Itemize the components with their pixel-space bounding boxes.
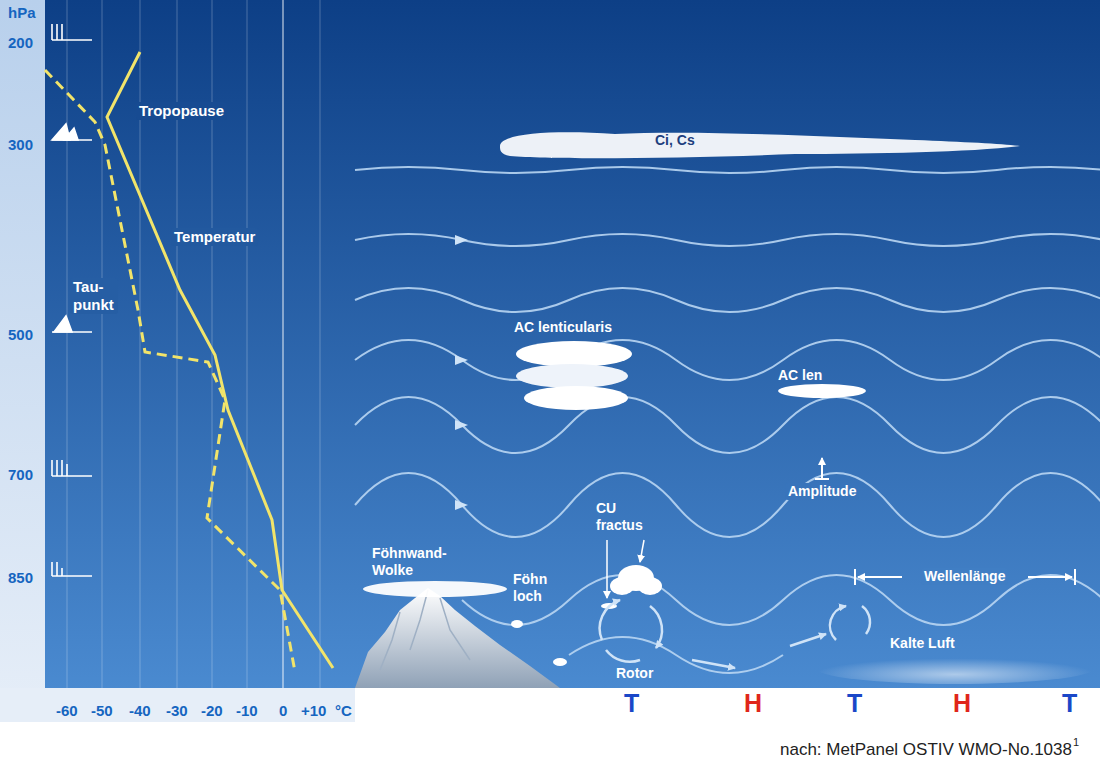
curve-label: Tropopause	[136, 102, 227, 120]
cloud-fragment	[511, 620, 523, 628]
pressure-letter: T	[1062, 688, 1077, 718]
feature-label: Föhn loch	[513, 571, 553, 605]
axis-value: -40	[129, 702, 151, 720]
axis-strip	[0, 0, 45, 722]
pressure-letter: H	[744, 688, 762, 718]
cirrus-cloud-shape	[495, 128, 1020, 160]
axis-strip	[0, 688, 355, 722]
amplitude-arrow	[815, 458, 829, 479]
axis-value: -50	[91, 702, 113, 720]
mountain-ridges	[380, 590, 470, 670]
axis-value: 700	[8, 466, 33, 484]
node-text: AC len	[778, 367, 822, 384]
axis-value: 0	[279, 702, 287, 720]
cold-air-pool: Kalte Luft	[815, 628, 1095, 684]
feature-label: Wellenlänge	[921, 568, 1008, 585]
axis-value: 200	[8, 34, 33, 52]
rotor-symbol	[600, 600, 870, 668]
wavelength-arrow	[855, 569, 1075, 585]
curve-label: Tau- punkt	[70, 278, 118, 314]
pressure-letter: T	[847, 688, 862, 718]
axis-value: 850	[8, 569, 33, 587]
node-text: Föhnwand- Wolke	[372, 545, 472, 579]
axis-value: -20	[201, 702, 223, 720]
axis-value: -30	[166, 702, 188, 720]
axis-value: 500	[8, 326, 33, 344]
streamlines	[355, 167, 1100, 673]
curve-label: Temperatur	[171, 228, 258, 246]
axis-value: +10	[301, 702, 326, 720]
node-text: Kalte Luft	[890, 635, 955, 652]
lenticular-cloud: AC len	[776, 366, 868, 400]
axis-value: -10	[236, 702, 258, 720]
pressure-letter: T	[624, 688, 639, 718]
lenticular-cloud-stack: AC lenticularis	[512, 318, 652, 413]
feature-label: Amplitude	[785, 483, 859, 500]
temperature-curve	[107, 52, 333, 668]
axis-unit: hPa	[8, 4, 36, 22]
feature-label: CU fractus	[596, 500, 654, 534]
cirrus-cloud: Ci, Cs	[495, 128, 1020, 160]
feature-label: Rotor	[616, 665, 653, 682]
caption: nach: MetPanel OSTIV WMO-No.1038	[780, 740, 1072, 760]
axis-value: -60	[56, 702, 78, 720]
node-text: Ci, Cs	[655, 132, 695, 149]
cloud-fragment	[553, 658, 567, 666]
dewpoint-curve	[45, 70, 295, 672]
flow-arrows	[455, 235, 468, 510]
node-text: AC lenticularis	[514, 319, 612, 336]
cold-air-pool-shape	[815, 628, 1095, 684]
axis-value: 300	[8, 136, 33, 154]
sky-ground	[45, 0, 1100, 688]
leader-arrows	[607, 540, 644, 598]
foehn-wall-cloud: Föhnwand- Wolke	[360, 545, 510, 599]
footnote-number: 1	[1073, 736, 1079, 749]
axis-unit: °C	[335, 702, 352, 720]
cu-fractus-cloud	[601, 565, 662, 609]
pressure-letter: H	[953, 688, 971, 718]
